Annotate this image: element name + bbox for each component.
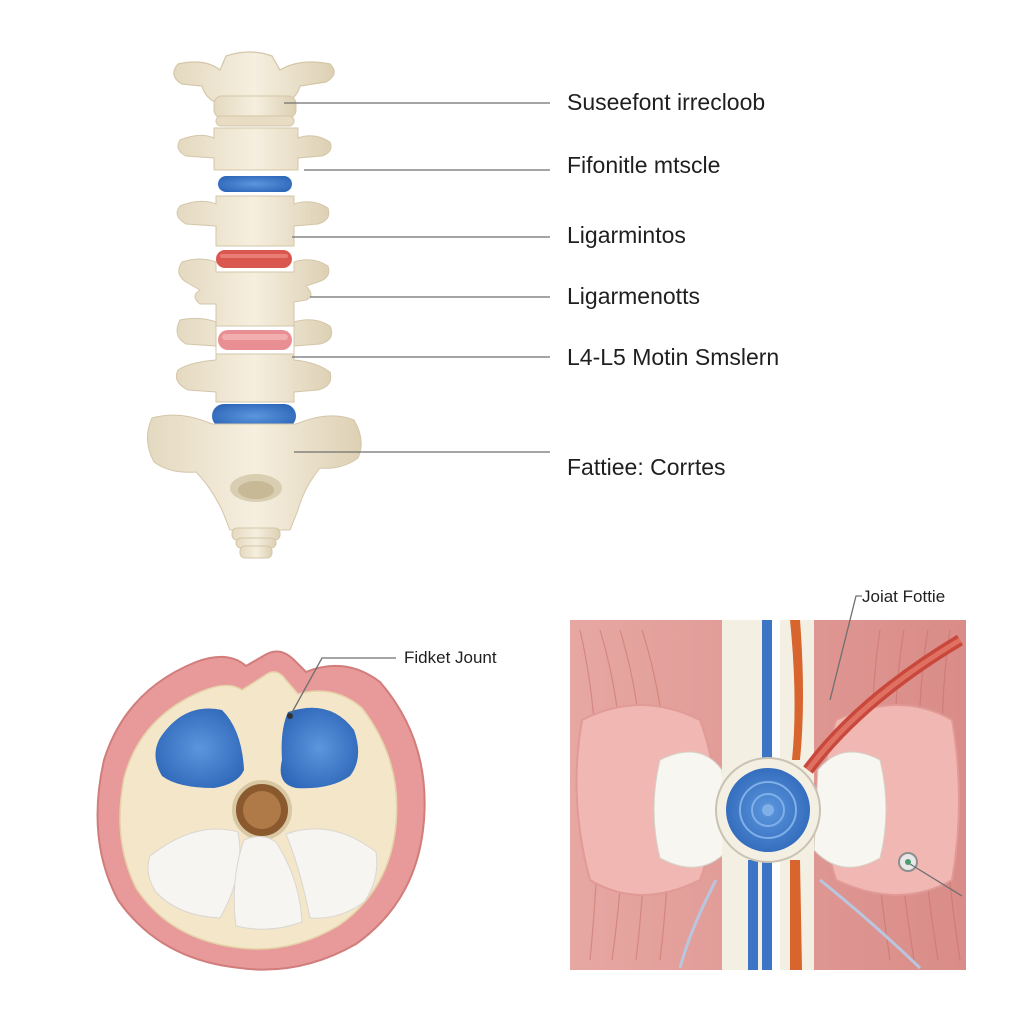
disc-l2-l3: [218, 176, 292, 192]
vertebra-l1: [173, 51, 335, 119]
spine-label-1: Suseefont irrecloob: [567, 89, 765, 115]
joint-detail-leader: [829, 595, 862, 701]
blue-lobe-left: [155, 708, 244, 788]
detail-label: Joiat Fottie: [862, 587, 945, 606]
spine-label-3: Ligarmintos: [567, 222, 686, 248]
facet-joint-leader: [289, 657, 396, 717]
spine-label-5: L4-L5 Motin Smslern: [567, 344, 779, 370]
spine-label-4: Ligarmenotts: [567, 283, 700, 309]
spine-label-2: Fifonitle mtscle: [567, 152, 720, 178]
disc-l3-l4: [216, 250, 292, 268]
disc-l5-s1: [212, 404, 296, 428]
vertebra-l3: [176, 195, 330, 247]
vertebra-l4: [178, 258, 330, 327]
disc-cross-section: [96, 650, 426, 971]
spine-leader-lines: [284, 102, 550, 453]
cross-section-label: Fidket Jount: [404, 648, 497, 667]
vertebra-l5: [175, 317, 333, 403]
lumbar-spine-illustration: [147, 51, 362, 559]
sacrum: [147, 414, 362, 559]
joint-detail-view: [570, 620, 966, 970]
vertebra-l2: [177, 127, 332, 171]
blue-lobe-right: [280, 707, 359, 789]
disc-l1-l2: [215, 115, 295, 127]
spine-label-6: Fattiee: Corrtes: [567, 454, 726, 480]
